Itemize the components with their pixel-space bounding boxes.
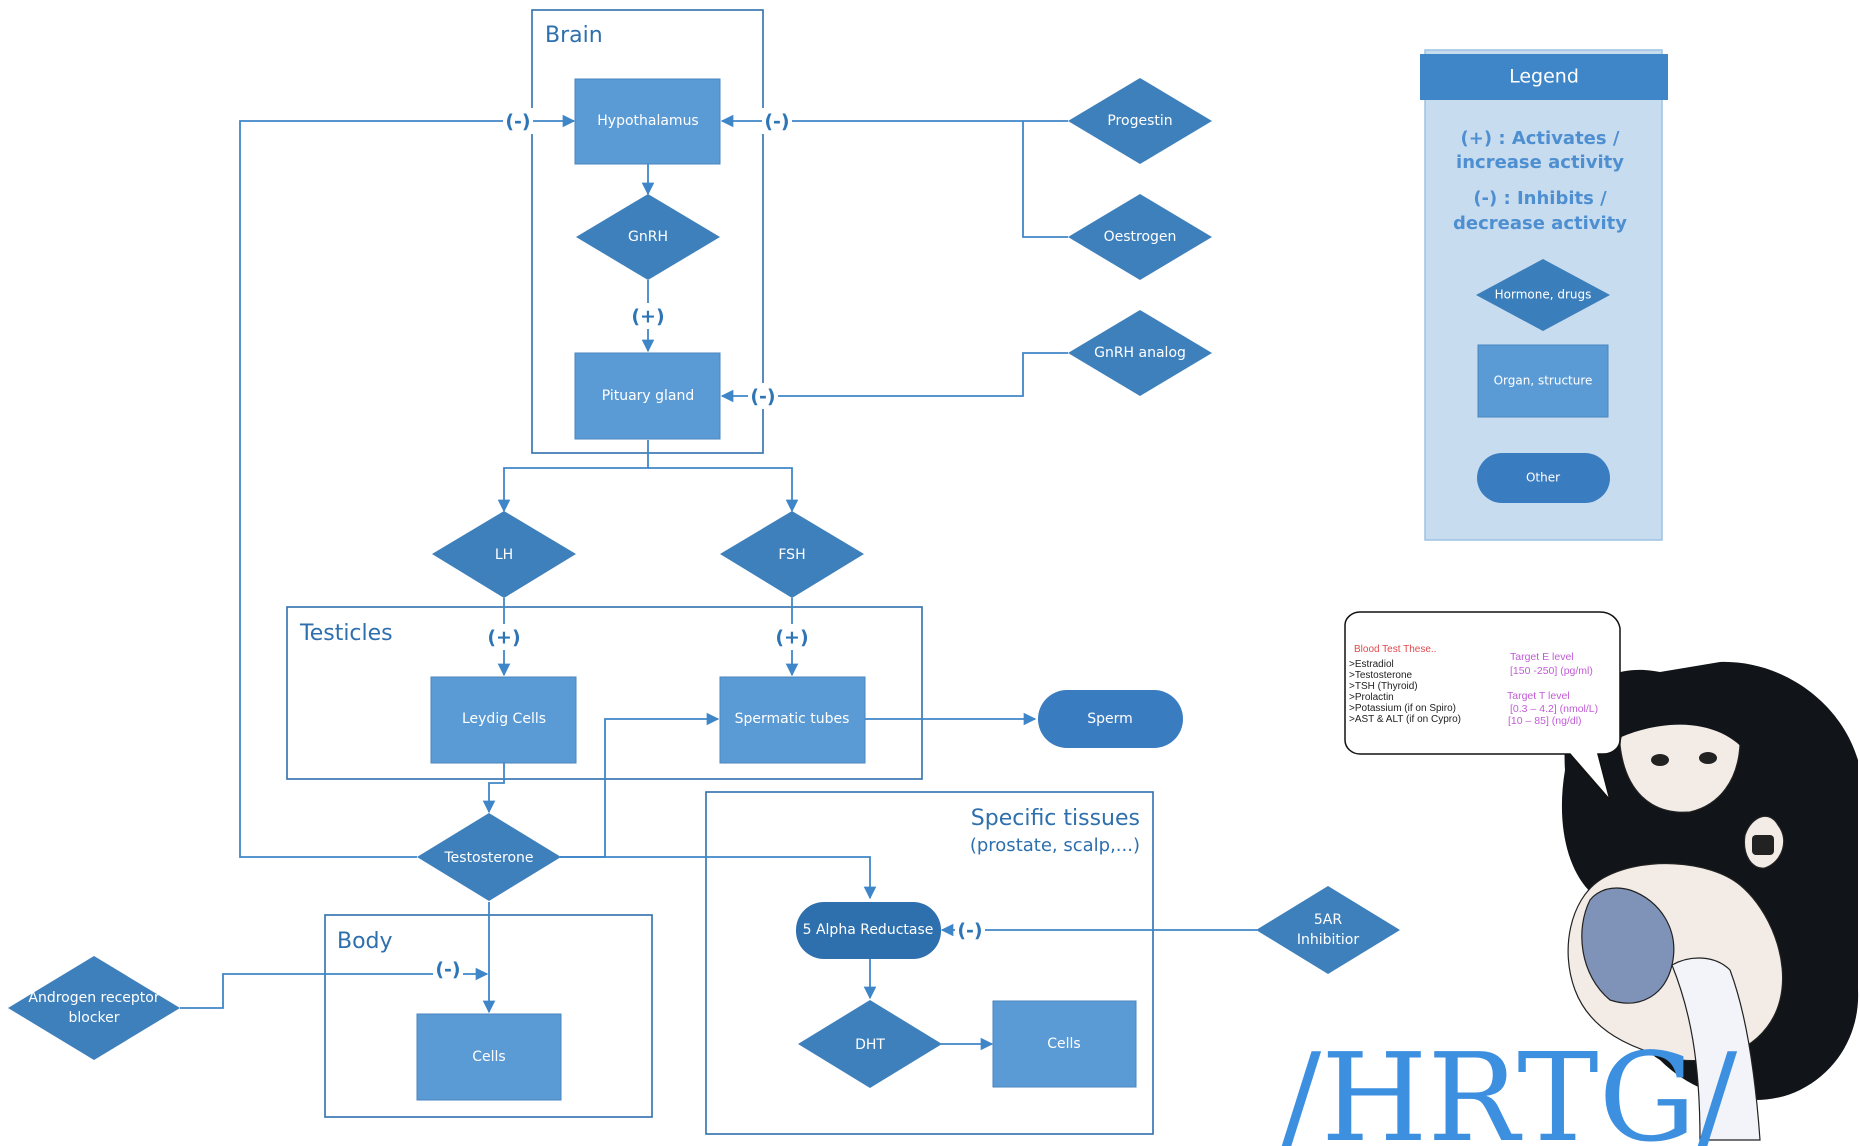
sign-lh-leydig: (+)	[487, 627, 520, 649]
legend-activates-2: increase activity	[1456, 152, 1624, 173]
pituitary-node	[574, 352, 721, 440]
arrow-testosterone-5ar	[560, 856, 877, 900]
sign-arb-cells: (-)	[435, 959, 460, 981]
lh-label: LH	[495, 547, 513, 563]
progestin-label: Progestin	[1107, 113, 1172, 129]
bubble-heading: Blood Test These..	[1354, 644, 1436, 655]
oestrogen-label: Oestrogen	[1104, 229, 1177, 245]
leydig-node	[430, 676, 577, 764]
gnrh-node	[576, 194, 720, 280]
arrow-testosterone-spermatic	[560, 712, 720, 858]
oestrogen-node	[1068, 194, 1212, 280]
dht-node	[798, 1000, 942, 1088]
body-cells-node	[416, 1013, 562, 1101]
hypothalamus-node	[574, 78, 721, 165]
leydig-label: Leydig Cells	[462, 711, 546, 727]
legend-activates-1: (+) : Activates /	[1461, 128, 1620, 149]
arrow-arb-cells	[180, 967, 489, 1009]
lh-node	[432, 511, 576, 598]
bubble-item-1: >Testosterone	[1349, 670, 1413, 681]
legend-hormone-shape	[1476, 259, 1610, 331]
sign-fsh-spermatic: (+)	[775, 627, 808, 649]
spermatic-label: Spermatic tubes	[735, 711, 850, 727]
5ar-inhibitor-label-2: Inhibitior	[1297, 932, 1359, 948]
bubble-e-label: Target E level	[1510, 651, 1574, 663]
5-alpha-reductase-label: 5 Alpha Reductase	[803, 922, 934, 938]
testosterone-label: Testosterone	[443, 850, 533, 866]
gnrh-analog-node	[1068, 310, 1212, 396]
5-alpha-reductase-node	[796, 902, 941, 959]
dht-label: DHT	[855, 1037, 885, 1053]
sign-gnrh-analog: (-)	[750, 386, 775, 408]
body-cells-label: Cells	[472, 1049, 505, 1065]
arb-label-1: Androgen receptor	[28, 990, 159, 1006]
legend-inhibits-1: (-) : Inhibits /	[1473, 188, 1607, 209]
specific-tissues-title: Specific tissues	[971, 806, 1140, 831]
hypothalamus-label: Hypothalamus	[597, 113, 698, 129]
progestin-node	[1068, 78, 1212, 164]
legend-inhibits-2: decrease activity	[1453, 213, 1627, 234]
legend-header	[1420, 54, 1668, 100]
spermatic-node	[719, 676, 866, 764]
arrow-testosterone-hypothalamus	[239, 114, 576, 858]
brain-group-title: Brain	[545, 23, 603, 48]
bubble-item-4: >Potassium (if on Spiro)	[1349, 703, 1456, 714]
sperm-label: Sperm	[1087, 711, 1133, 727]
gnrh-label: GnRH	[628, 229, 668, 245]
bubble-e-value: [150 -250] (pg/ml)	[1510, 665, 1593, 677]
sign-feedback-hypothalamus: (-)	[505, 111, 530, 133]
bubble-item-0: >Estradiol	[1349, 659, 1394, 670]
tissue-cells-label: Cells	[1047, 1036, 1080, 1052]
sperm-node	[1038, 690, 1183, 748]
arrow-pituitary-fsh	[648, 467, 799, 513]
androgen-receptor-blocker-node	[8, 956, 180, 1060]
5ar-inhibitor-node	[1256, 886, 1400, 974]
gnrh-analog-label: GnRH analog	[1094, 345, 1186, 361]
legend-other-label: Other	[1526, 471, 1560, 485]
sign-inhibitor-5ar: (-)	[957, 920, 982, 942]
fsh-node	[720, 511, 864, 598]
specific-tissues-group	[705, 791, 1154, 1135]
5ar-inhibitor-label-1: 5AR	[1314, 912, 1342, 928]
testosterone-node	[417, 813, 561, 901]
tissue-cells-node	[992, 1000, 1137, 1088]
bubble-t-label: Target T level	[1507, 690, 1570, 702]
sign-gnrh-pituitary: (+)	[631, 306, 664, 328]
fsh-label: FSH	[778, 547, 805, 563]
sign-progestin-hypothalamus: (-)	[764, 111, 789, 133]
pituitary-label: Pituary gland	[602, 388, 695, 404]
legend-other-shape	[1477, 453, 1610, 503]
specific-tissues-subtitle: (prostate, scalp,...)	[970, 835, 1140, 856]
bubble-item-5: >AST & ALT (if on Cypro)	[1349, 714, 1461, 725]
legend-organ-label: Organ, structure	[1494, 374, 1593, 388]
speech-bubble	[1344, 611, 1621, 801]
bubble-t-value-1: [0.3 – 4.2] (nmol/L)	[1510, 703, 1598, 715]
line-oestrogen	[1022, 121, 1068, 238]
bubble-item-2: >TSH (Thyroid)	[1349, 681, 1418, 692]
bubble-t-value-2: [10 – 85] (ng/dl)	[1508, 715, 1582, 727]
legend-hormone-label: Hormone, drugs	[1495, 288, 1592, 302]
legend-organ-shape	[1477, 344, 1609, 418]
arrow-leydig-testosterone	[482, 763, 505, 814]
arb-label-2: blocker	[68, 1010, 119, 1026]
anime-character-illustration	[1561, 661, 1859, 1141]
hrtg-watermark: /HRTG/	[1280, 1027, 1738, 1146]
legend-title: Legend	[1509, 66, 1579, 88]
arrow-pituitary-lh	[497, 440, 649, 513]
arrow-gnrh-analog-pituitary	[720, 352, 1068, 403]
bubble-item-3: >Prolactin	[1349, 692, 1394, 703]
body-group-title: Body	[337, 929, 393, 954]
testicles-group-title: Testicles	[299, 621, 393, 646]
